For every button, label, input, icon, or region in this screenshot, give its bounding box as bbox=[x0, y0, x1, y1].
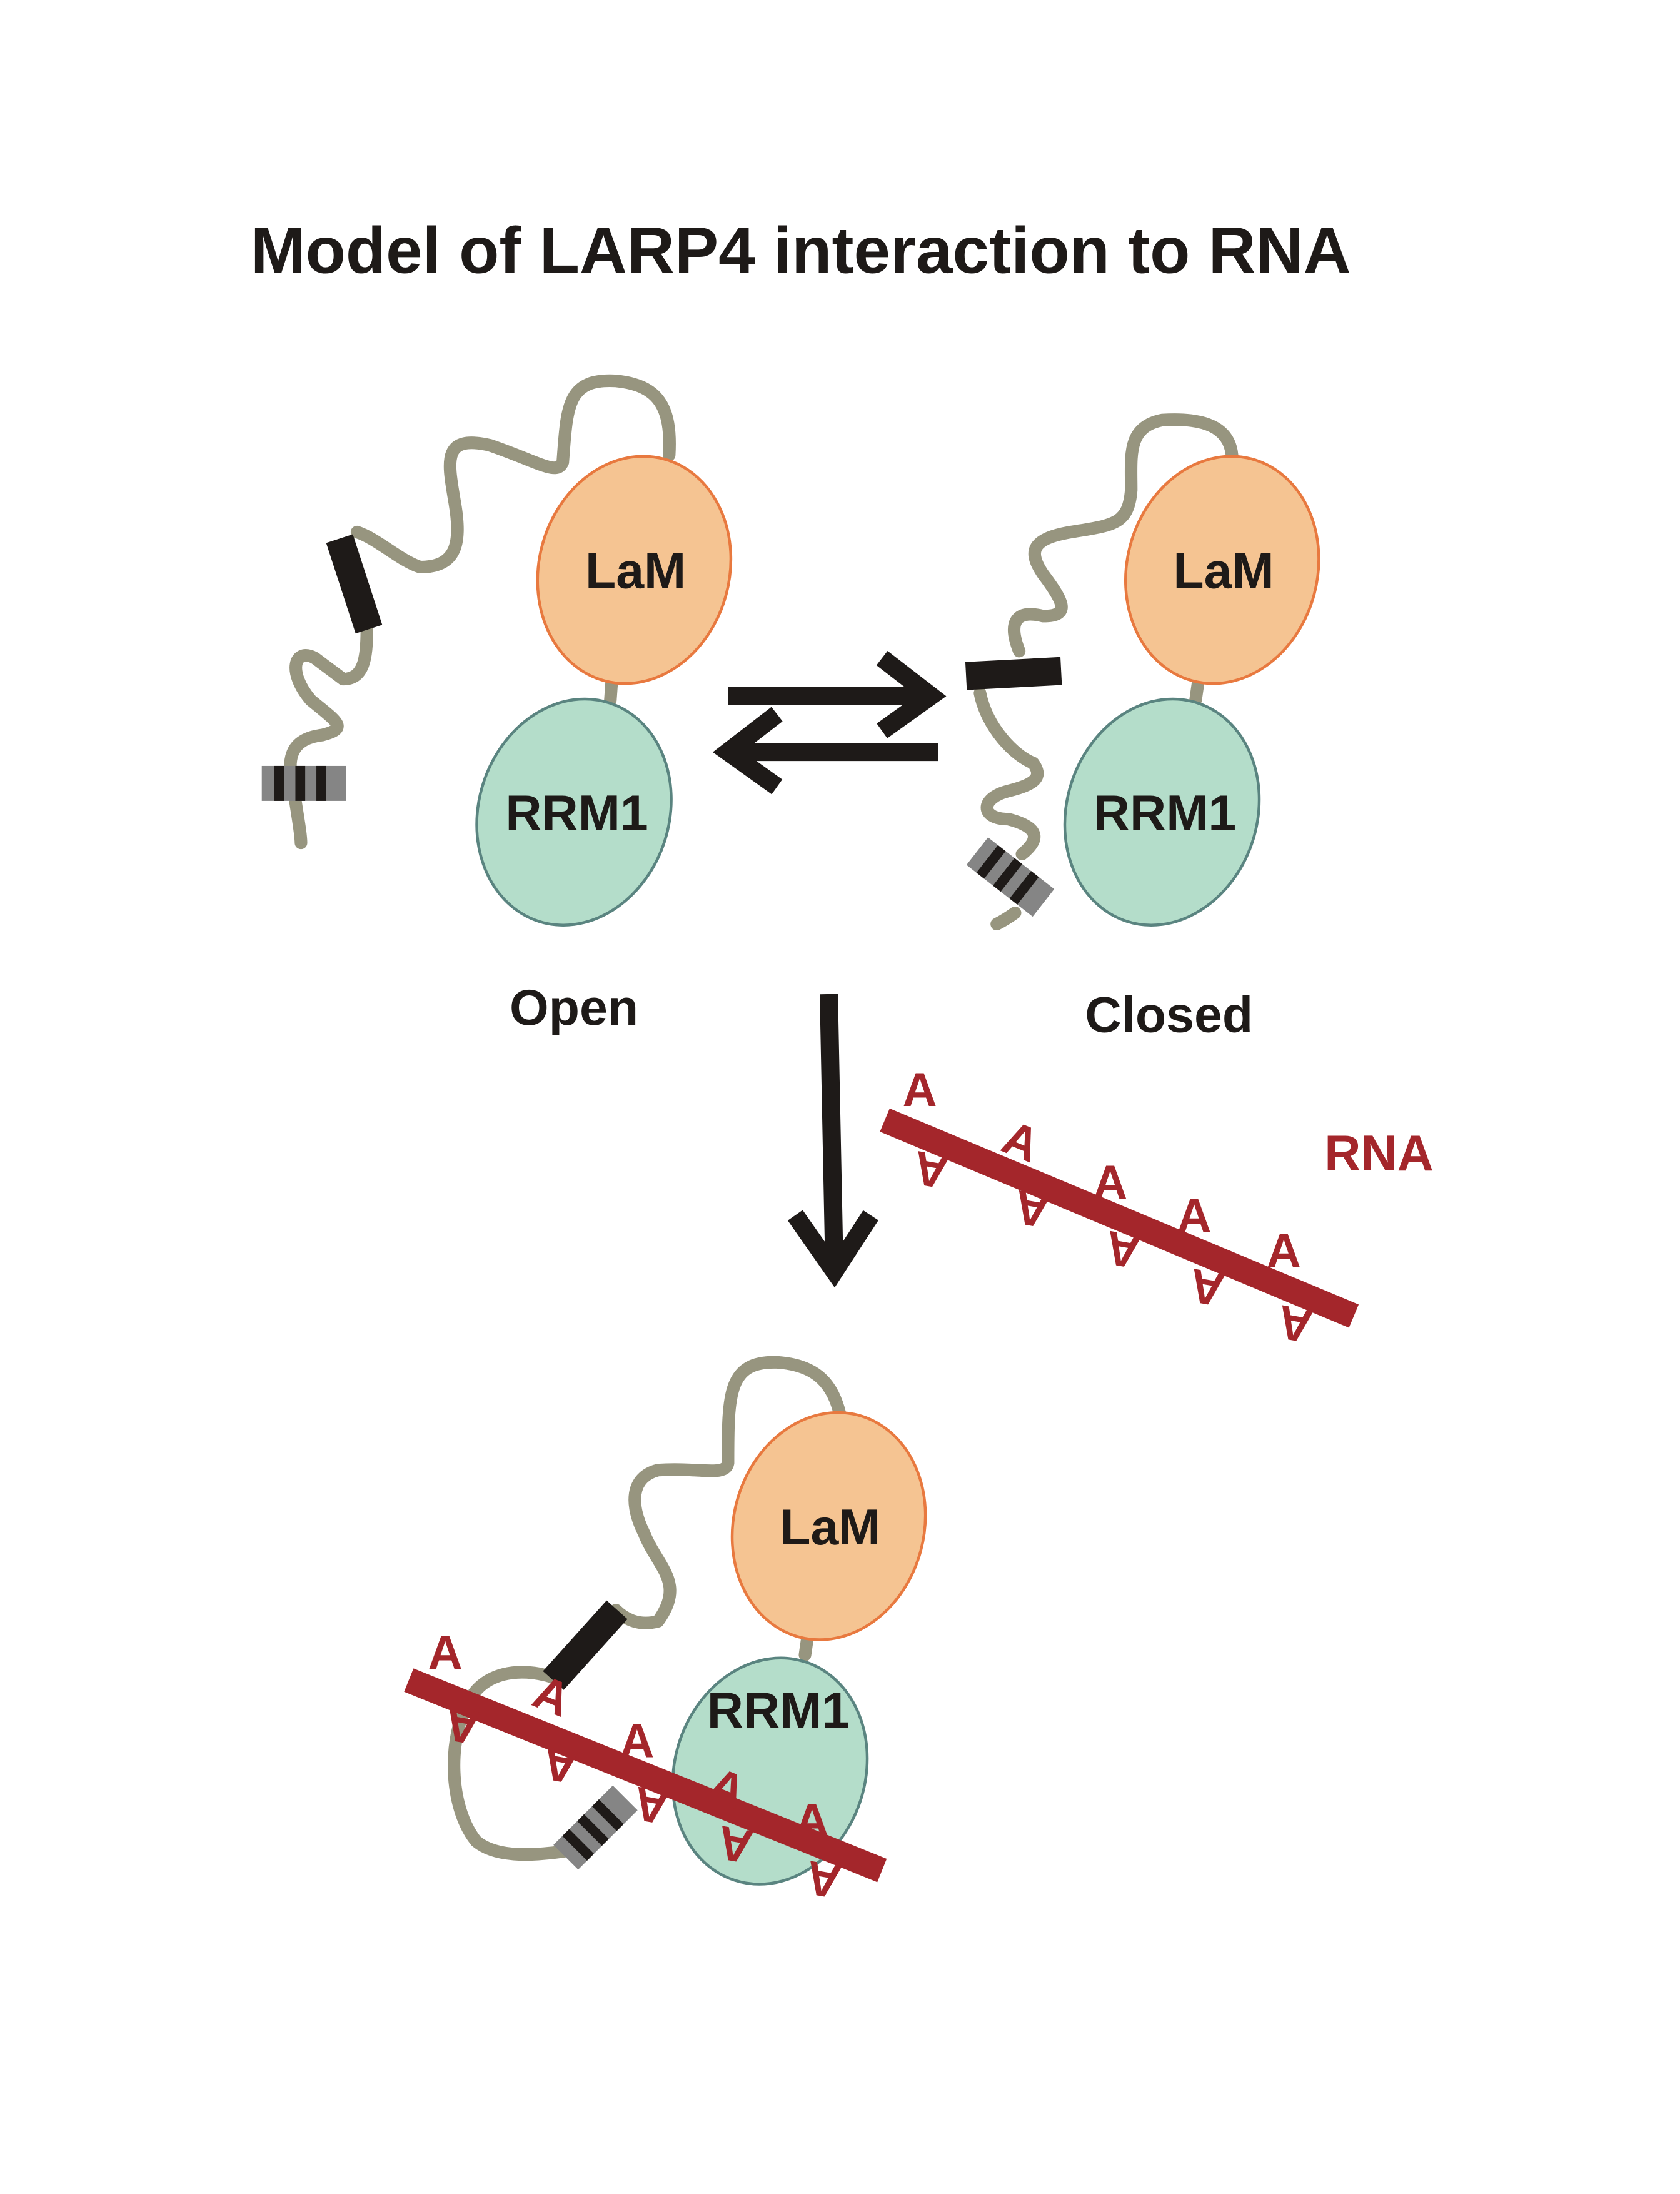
lam-label: LaM bbox=[1173, 543, 1274, 600]
black-motif bbox=[965, 657, 1062, 690]
rrm1-label: RRM1 bbox=[505, 785, 648, 842]
rrm1-domain bbox=[475, 697, 673, 927]
rrm1-label: RRM1 bbox=[707, 1683, 850, 1739]
interdomain-linker bbox=[1189, 674, 1205, 707]
nucleotide-a: A bbox=[1267, 1225, 1301, 1278]
nucleotide-a: A bbox=[1102, 1220, 1145, 1279]
nucleotides: A A A A A A A A A A bbox=[903, 1064, 1317, 1353]
rrm1-domain bbox=[1063, 697, 1261, 927]
striped-motif bbox=[261, 765, 346, 801]
rna-bound-complex: LaM RRM1 A A A A A A A A A A bbox=[404, 1356, 927, 1909]
black-motif bbox=[543, 1600, 628, 1690]
diagram-title: Model of LARP4 interaction to RNA bbox=[251, 214, 1351, 288]
lam-domain bbox=[730, 1411, 927, 1641]
nucleotide-a: A bbox=[620, 1714, 654, 1768]
nucleotide-a: A bbox=[428, 1626, 463, 1679]
lam-label: LaM bbox=[780, 1499, 880, 1556]
black-motif bbox=[326, 534, 383, 634]
bound-rna bbox=[404, 1668, 887, 1883]
striped-motif bbox=[966, 837, 1055, 917]
closed-label: Closed bbox=[1085, 987, 1253, 1043]
free-rna: A A A A A A A A A A RNA bbox=[880, 1064, 1434, 1353]
striped-motif bbox=[553, 1785, 638, 1870]
nucleotide-a: A bbox=[1177, 1190, 1212, 1243]
nucleotide-a: A bbox=[1185, 1258, 1229, 1316]
nucleotide-a: A bbox=[1274, 1294, 1317, 1352]
rna-label: RNA bbox=[1324, 1125, 1434, 1182]
equilibrium-arrows bbox=[712, 650, 947, 795]
open-state: LaM RRM1 Open bbox=[261, 374, 733, 1036]
lam-domain bbox=[536, 455, 733, 685]
rrm1-domain bbox=[671, 1656, 869, 1886]
lam-domain bbox=[1124, 455, 1320, 685]
linker-tail bbox=[973, 413, 1239, 931]
nucleotide-a: A bbox=[795, 1794, 829, 1848]
open-label: Open bbox=[510, 980, 638, 1036]
rrm1-label: RRM1 bbox=[1094, 785, 1236, 842]
linker-tail bbox=[448, 1356, 847, 1861]
closed-state: LaM RRM1 Closed bbox=[965, 413, 1320, 1043]
nucleotide-a: A bbox=[903, 1064, 937, 1117]
binding-arrow bbox=[787, 994, 878, 1288]
lam-label: LaM bbox=[585, 543, 686, 600]
nucleotide-a: A bbox=[1093, 1156, 1127, 1209]
nucleotide-a: A bbox=[910, 1140, 953, 1199]
